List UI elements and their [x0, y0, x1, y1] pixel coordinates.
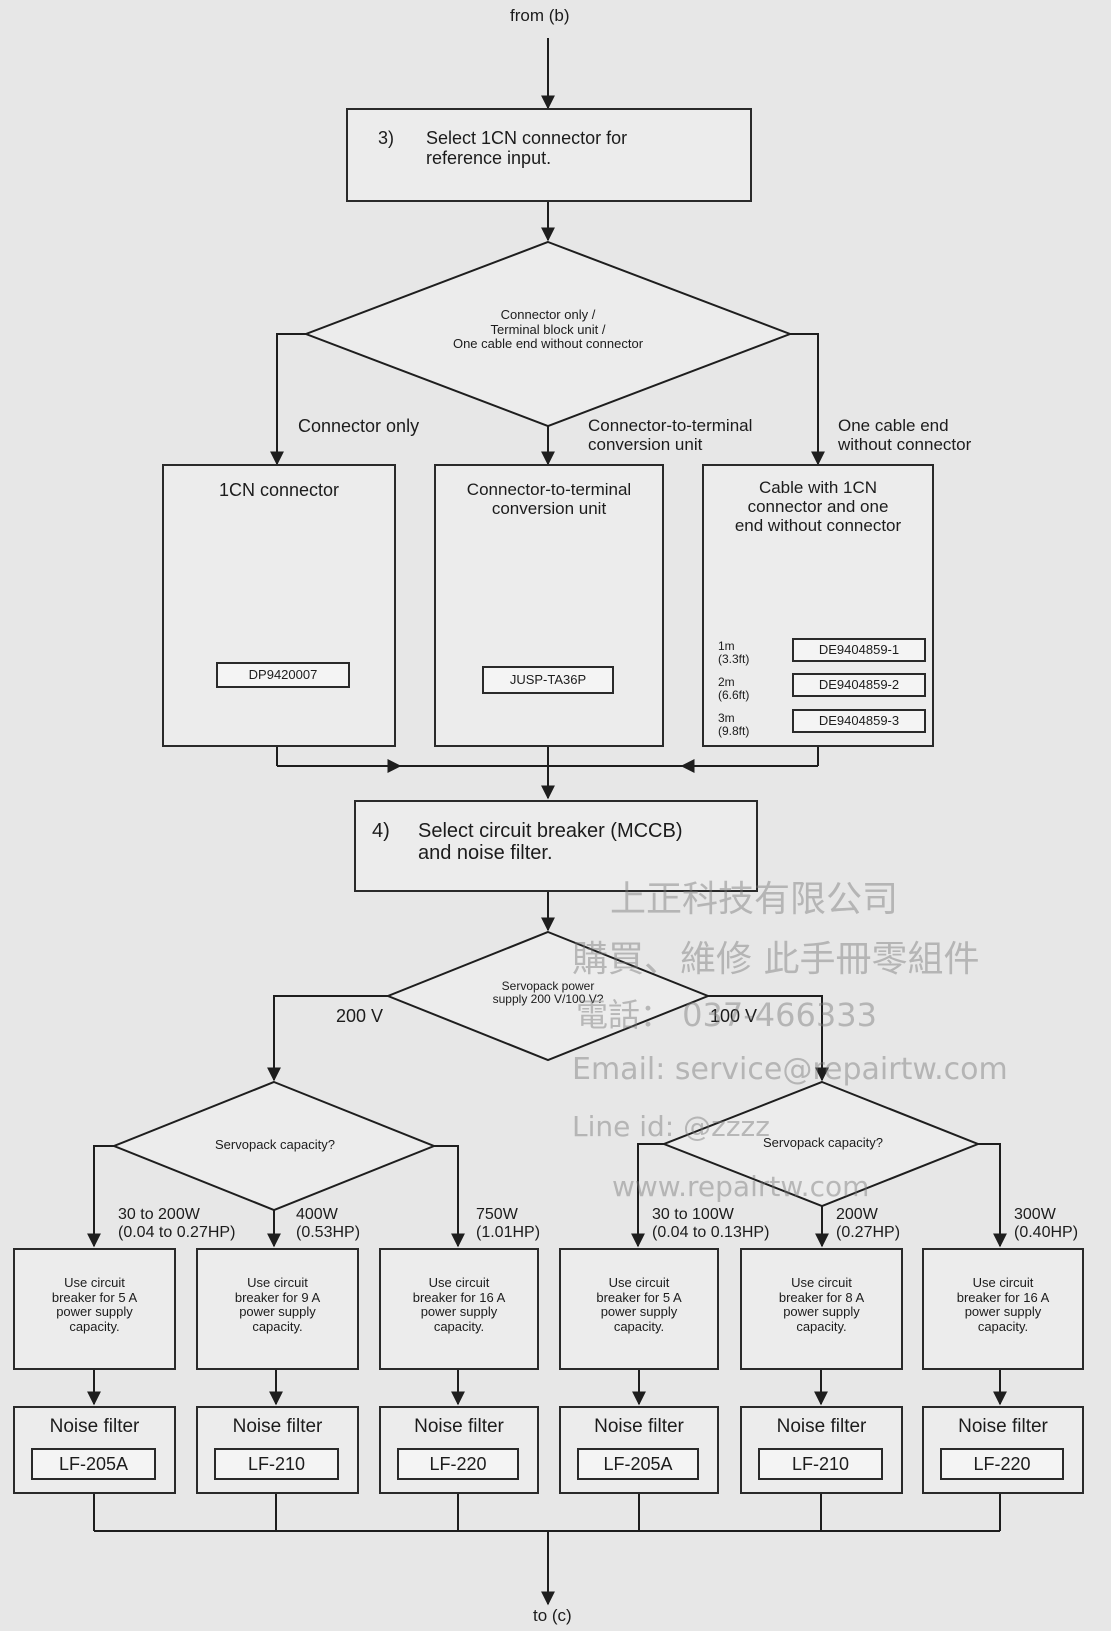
- step4-number: 4): [372, 820, 390, 842]
- watermark-phone: 電話： 037-466333: [576, 996, 877, 1034]
- connector-title: 1CN connector: [218, 480, 340, 500]
- breaker-text-6: Use circuit breaker for 16 A power suppl…: [956, 1275, 1050, 1334]
- step3-text: Select 1CN connector for reference input…: [426, 128, 628, 169]
- noise-filter-box-6: Noise filter LF-220: [922, 1406, 1084, 1494]
- cable-length-1: 1m (3.3ft): [718, 639, 750, 667]
- branch-label-cable-end: One cable end without connector: [838, 416, 972, 455]
- capacity-label-5: 200W (0.27HP): [836, 1206, 901, 1241]
- capacity-label-2: 400W (0.53HP): [296, 1206, 361, 1241]
- capacity-label-3: 750W (1.01HP): [476, 1206, 541, 1241]
- cable-length-3: 3m (9.8ft): [718, 711, 750, 739]
- breaker-box-3: Use circuit breaker for 16 A power suppl…: [379, 1248, 539, 1370]
- breaker-box-6: Use circuit breaker for 16 A power suppl…: [922, 1248, 1084, 1370]
- noise-filter-box-2: Noise filter LF-210: [196, 1406, 359, 1494]
- capacity-label-4: 30 to 100W (0.04 to 0.13HP): [652, 1206, 770, 1241]
- capacity-label-1: 30 to 200W (0.04 to 0.27HP): [118, 1206, 236, 1241]
- branch-label-conversion-unit: Connector-to-terminal conversion unit: [588, 416, 753, 455]
- noise-filter-box-1: Noise filter LF-205A: [13, 1406, 176, 1494]
- noise-filter-title-5: Noise filter: [776, 1416, 867, 1437]
- breaker-text-1: Use circuit breaker for 5 A power supply…: [51, 1275, 138, 1334]
- watermark-web: www.repairtw.com: [612, 1170, 870, 1203]
- breaker-text-5: Use circuit breaker for 8 A power supply…: [778, 1275, 865, 1334]
- connector-box: 1CN connector DP9420007: [162, 464, 396, 747]
- decision1-text: Connector only / Terminal block unit / O…: [452, 307, 644, 352]
- cable-length-2: 2m (6.6ft): [718, 675, 750, 703]
- decision-voltage-text: Servopack power supply 200 V/100 V?: [492, 979, 604, 1007]
- watermark-company: 上正科技有限公司: [610, 879, 899, 920]
- noise-filter-model-2: LF-210: [214, 1448, 339, 1480]
- watermark-email: Email: service@repairtw.com: [572, 1052, 1008, 1087]
- breaker-box-2: Use circuit breaker for 9 A power supply…: [196, 1248, 359, 1370]
- noise-filter-title-3: Noise filter: [414, 1416, 504, 1437]
- voltage-label-100v: 100 V: [710, 1006, 758, 1026]
- breaker-text-2: Use circuit breaker for 9 A power supply…: [234, 1275, 321, 1334]
- noise-filter-box-4: Noise filter LF-205A: [559, 1406, 719, 1494]
- noise-filter-model-5: LF-210: [758, 1448, 883, 1480]
- voltage-label-200v: 200 V: [336, 1006, 384, 1026]
- connector-part-number: DP9420007: [216, 662, 350, 688]
- decision-voltage-diamond: [385, 930, 711, 1062]
- cable-part-1: DE9404859-1: [792, 638, 926, 662]
- decision-cap-100-text: Servopack capacity?: [763, 1135, 883, 1150]
- cable-title: Cable with 1CN connector and one end wit…: [734, 478, 902, 536]
- noise-filter-model-6: LF-220: [940, 1448, 1064, 1480]
- start-label: from (b): [510, 6, 570, 25]
- conversion-part-number: JUSP-TA36P: [482, 666, 614, 694]
- cable-box: Cable with 1CN connector and one end wit…: [702, 464, 934, 747]
- noise-filter-title-2: Noise filter: [232, 1416, 323, 1437]
- step3-number: 3): [378, 128, 395, 148]
- breaker-text-4: Use circuit breaker for 5 A power supply…: [596, 1275, 682, 1334]
- noise-filter-title-4: Noise filter: [594, 1416, 684, 1437]
- noise-filter-model-1: LF-205A: [31, 1448, 156, 1480]
- noise-filter-title-6: Noise filter: [958, 1416, 1048, 1437]
- branch-label-connector-only: Connector only: [298, 416, 420, 436]
- conversion-box: Connector-to-terminal conversion unit JU…: [434, 464, 664, 747]
- breaker-box-5: Use circuit breaker for 8 A power supply…: [740, 1248, 903, 1370]
- breaker-box-1: Use circuit breaker for 5 A power supply…: [13, 1248, 176, 1370]
- step4-text: Select circuit breaker (MCCB) and noise …: [418, 820, 683, 865]
- end-label: to (c): [533, 1606, 572, 1625]
- decision-cap-200-text: Servopack capacity?: [215, 1137, 335, 1152]
- cable-part-2: DE9404859-2: [792, 673, 926, 697]
- capacity-label-6: 300W (0.40HP): [1014, 1206, 1079, 1241]
- breaker-box-4: Use circuit breaker for 5 A power supply…: [559, 1248, 719, 1370]
- noise-filter-title-1: Noise filter: [49, 1416, 140, 1437]
- watermark-line: Line id: @zzzz: [572, 1110, 770, 1143]
- noise-filter-box-5: Noise filter LF-210: [740, 1406, 903, 1494]
- conversion-title: Connector-to-terminal conversion unit: [466, 480, 632, 519]
- noise-filter-model-4: LF-205A: [577, 1448, 699, 1480]
- step3-box: 3) Select 1CN connector for reference in…: [346, 108, 752, 202]
- noise-filter-model-3: LF-220: [397, 1448, 519, 1480]
- watermark-service: 購買、維修 此手冊零組件: [572, 939, 980, 980]
- breaker-text-3: Use circuit breaker for 16 A power suppl…: [412, 1275, 506, 1334]
- noise-filter-box-3: Noise filter LF-220: [379, 1406, 539, 1494]
- cable-part-3: DE9404859-3: [792, 709, 926, 733]
- step4-box: 4) Select circuit breaker (MCCB) and noi…: [354, 800, 758, 892]
